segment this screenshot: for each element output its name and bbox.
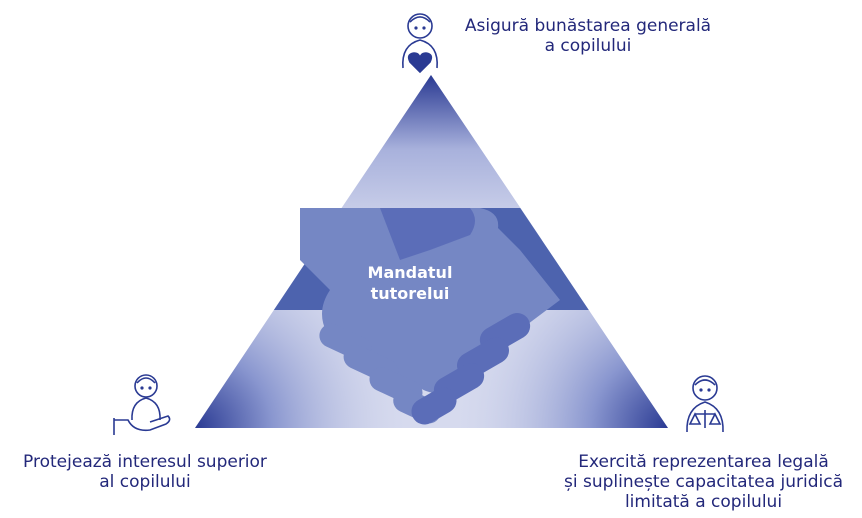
triangle-top-gradient (320, 75, 542, 240)
role-top-caption: Asigură bunăstarea generală a copilului (464, 16, 712, 56)
role-left-caption: Protejează interesul superior al copilul… (23, 452, 267, 492)
person-with-heart-icon (402, 13, 438, 74)
person-with-scales-icon (686, 375, 724, 433)
center-label: Mandatul tutorelui (367, 263, 453, 303)
person-in-hand-icon (113, 374, 171, 435)
handshake-icon (300, 208, 560, 425)
role-right-caption: Exercită reprezentarea legală și supline… (563, 452, 844, 512)
